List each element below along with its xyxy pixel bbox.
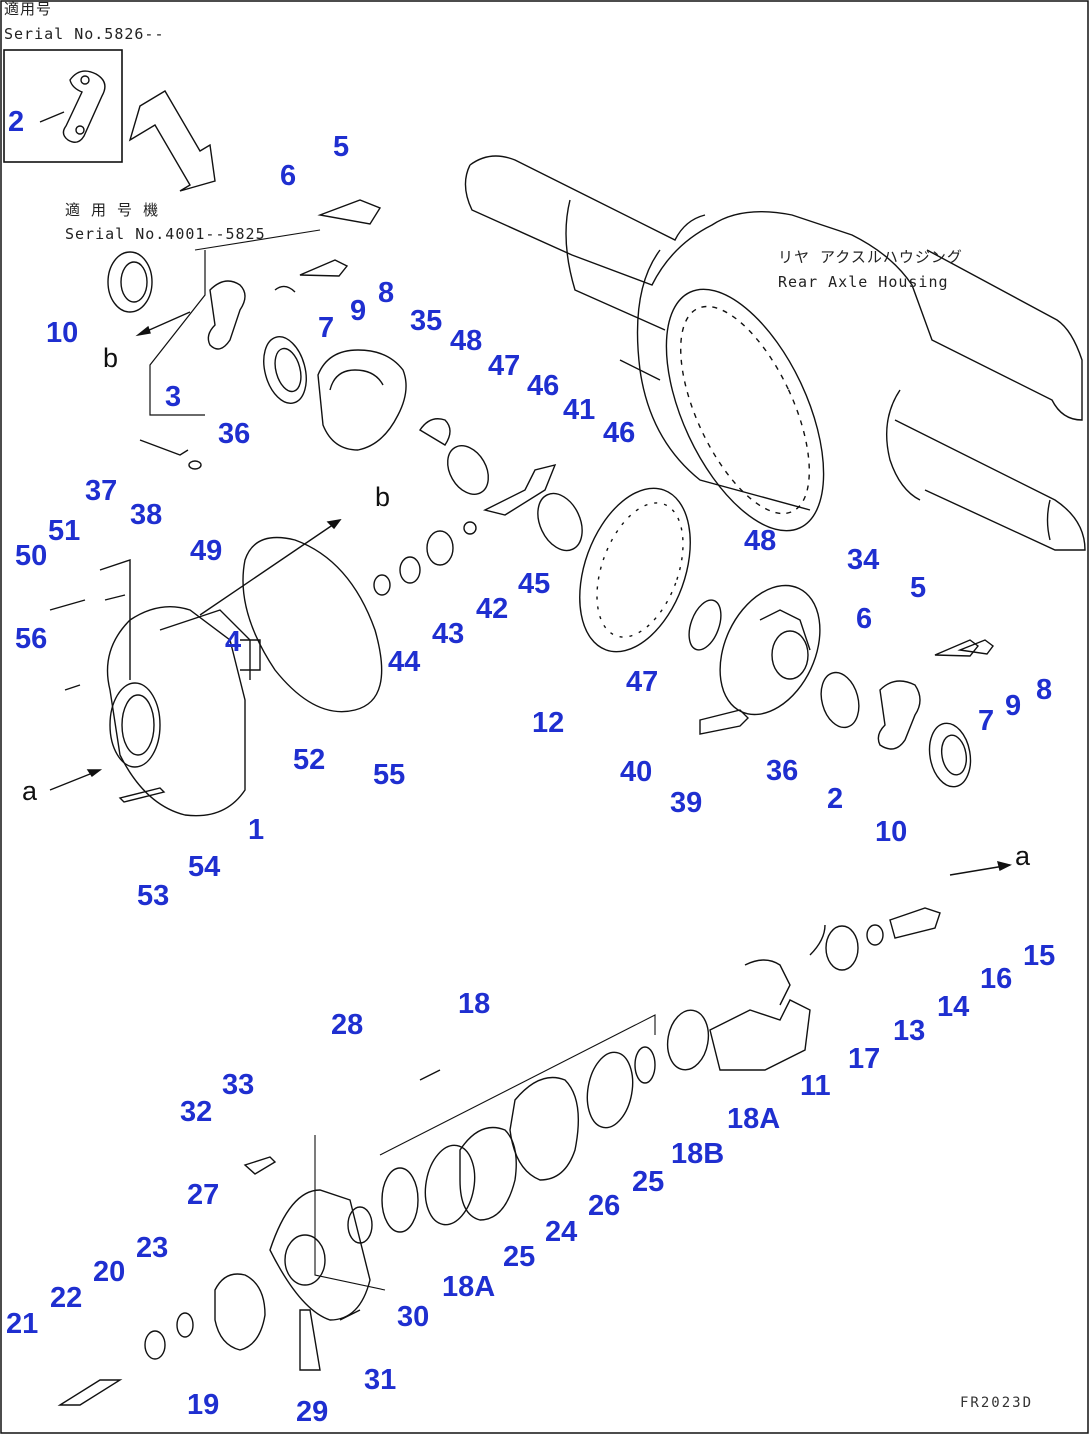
figure-code: FR2023D xyxy=(960,1395,1034,1411)
callout-label: 18A xyxy=(442,1271,496,1303)
mid-note-jp: 適 用 号 機 xyxy=(65,201,160,219)
callout-label: 20 xyxy=(93,1256,126,1288)
rear-axle-housing xyxy=(464,155,1086,551)
top-note-jp: 適用号 xyxy=(4,0,53,18)
callout-label: 52 xyxy=(293,744,326,776)
callout-label: 7 xyxy=(978,705,995,737)
callout-label: 40 xyxy=(620,756,653,788)
callout-label: 22 xyxy=(50,1282,83,1314)
callout-label: 11 xyxy=(800,1070,831,1102)
brackets-upper xyxy=(107,199,583,552)
callout-label: 29 xyxy=(296,1396,329,1428)
view-letter-a: a xyxy=(1015,841,1031,871)
top-serial-note: Serial No.5826-- xyxy=(4,25,165,43)
differential-carrier-housing xyxy=(99,559,261,817)
inset-bracket xyxy=(62,70,106,143)
callout-label: 10 xyxy=(875,816,908,848)
callout-label: 30 xyxy=(397,1301,430,1333)
callout-label: 50 xyxy=(15,540,48,572)
callout-label: 56 xyxy=(15,623,48,655)
differential-case xyxy=(699,584,994,788)
arrow-to-inset xyxy=(128,90,216,192)
callout-label: 8 xyxy=(1036,674,1053,706)
callout-label: 55 xyxy=(373,759,406,791)
callout-label: 34 xyxy=(847,544,880,576)
gasket xyxy=(242,536,383,713)
callout-label: 2 xyxy=(827,783,844,815)
callout-label: 35 xyxy=(410,305,443,337)
callout-label: 7 xyxy=(318,312,335,344)
callout-label: 28 xyxy=(331,1009,364,1041)
callout-label: 43 xyxy=(432,618,465,650)
callout-label: 6 xyxy=(856,603,873,635)
callout-label: 42 xyxy=(476,593,509,625)
callout-label: 17 xyxy=(848,1043,881,1075)
callout-label: 46 xyxy=(603,417,636,449)
callout-label: 26 xyxy=(588,1190,621,1222)
callout-label: 47 xyxy=(626,666,659,698)
callout-label: 54 xyxy=(188,851,221,883)
callout-label: 33 xyxy=(222,1069,255,1101)
callout-label: 9 xyxy=(1005,690,1022,722)
callout-label: 51 xyxy=(48,515,81,547)
callout-label: 36 xyxy=(766,755,799,787)
callout-label: 14 xyxy=(937,991,970,1023)
callout-label: 45 xyxy=(518,568,551,600)
callout-label: 1 xyxy=(248,814,265,846)
callout-label: 39 xyxy=(670,787,703,819)
callout-label: 32 xyxy=(180,1096,213,1128)
ring-gear xyxy=(579,487,722,653)
callout-label: 8 xyxy=(378,277,395,309)
callout-label: 10 xyxy=(46,317,79,349)
mid-serial-note: Serial No.4001--5825 xyxy=(65,225,266,243)
callout-label: 31 xyxy=(364,1364,397,1396)
callout-label: 4 xyxy=(225,626,242,658)
callout-label: 36 xyxy=(218,418,251,450)
callout-label: 18B xyxy=(671,1138,725,1170)
callout-label: 19 xyxy=(187,1389,220,1421)
callout-label: 41 xyxy=(563,394,596,426)
callout-label: 25 xyxy=(503,1241,536,1273)
callout-label: 6 xyxy=(280,160,297,192)
callout-label: 9 xyxy=(350,295,367,327)
callout-label: 48 xyxy=(744,525,777,557)
callout-label: 18A xyxy=(727,1103,781,1135)
callout-label: 38 xyxy=(130,499,163,531)
callout-label: 3 xyxy=(165,381,182,413)
callout-label: 5 xyxy=(333,131,350,163)
callout-label: 46 xyxy=(527,370,560,402)
callout-label: 23 xyxy=(136,1232,169,1264)
view-letter-a: a xyxy=(22,776,38,806)
inset-box xyxy=(3,49,123,163)
callout-label: 21 xyxy=(6,1308,39,1340)
callout-label: 13 xyxy=(893,1015,926,1047)
callout-label: 18 xyxy=(458,988,491,1020)
callout-label: 25 xyxy=(632,1166,665,1198)
callout-label: 5 xyxy=(910,572,927,604)
callout-label: 15 xyxy=(1023,940,1056,972)
view-letter-b: b xyxy=(375,482,391,512)
output-shaft-assembly xyxy=(57,907,941,1406)
callout-label: 48 xyxy=(450,325,483,357)
callout-label: 2 xyxy=(8,106,25,138)
callout-label: 47 xyxy=(488,350,521,382)
callout-label: 16 xyxy=(980,963,1013,995)
callout-label: 37 xyxy=(85,475,118,507)
callout-label: 12 xyxy=(532,707,565,739)
callout-label: 24 xyxy=(545,1216,578,1248)
view-letter-b: b xyxy=(103,343,119,373)
callout-label: 27 xyxy=(187,1179,220,1211)
callout-label: 49 xyxy=(190,535,223,567)
housing-note-en: Rear Axle Housing xyxy=(778,273,949,291)
callout-label: 44 xyxy=(388,646,421,678)
housing-note-jp: リヤ アクスルハウジング xyxy=(778,248,963,266)
callout-label: 53 xyxy=(137,880,170,912)
